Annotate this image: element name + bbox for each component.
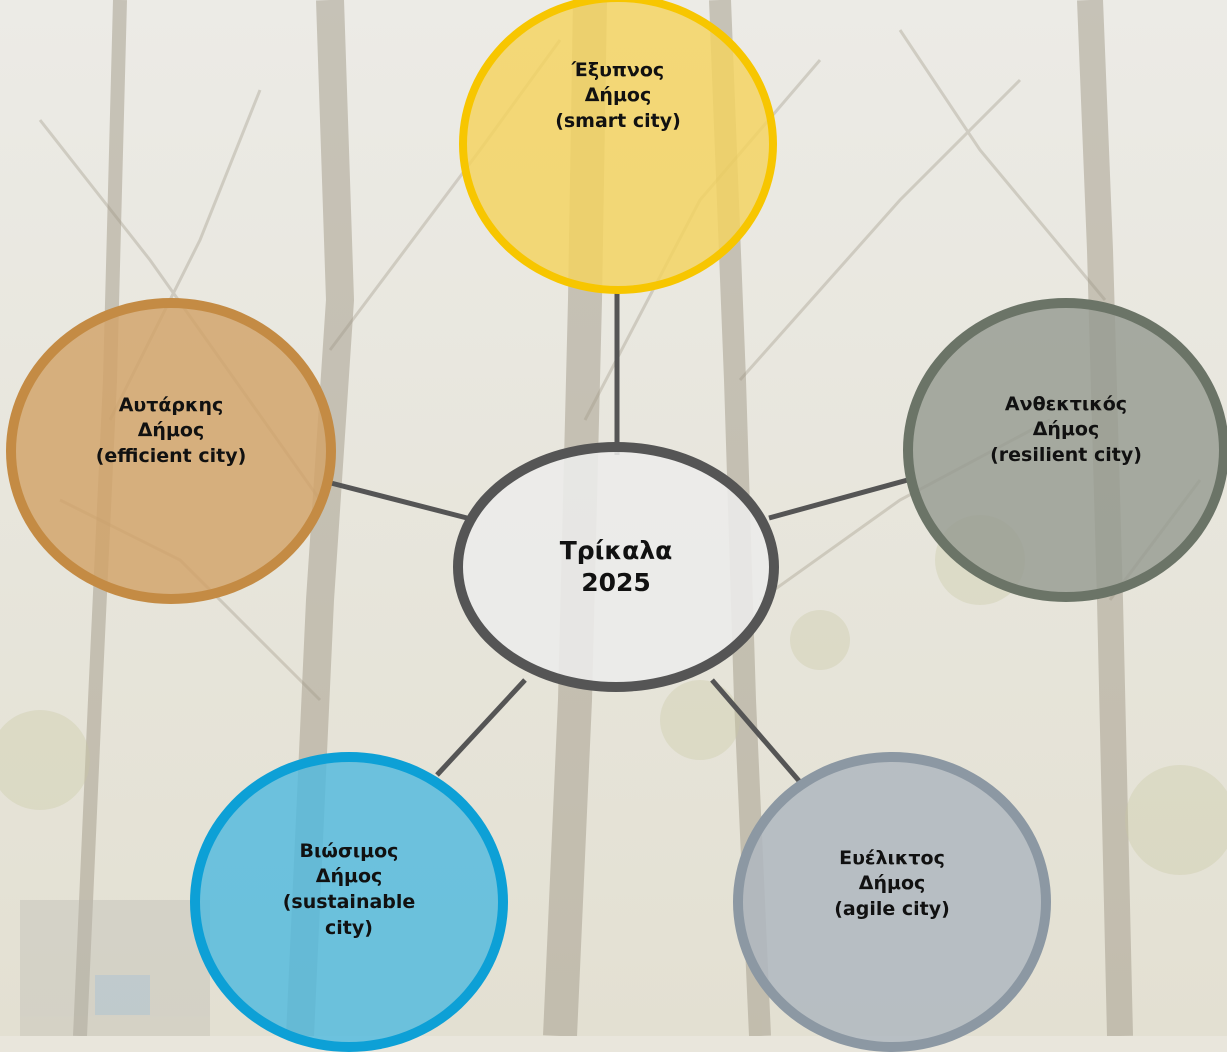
connector-efficient [326,479,468,521]
node-resilient-city: Ανθεκτικός Δήμος (resilient city) [903,298,1227,602]
node-smart-city-label: Έξυπνος Δήμος (smart city) [555,58,681,132]
node-efficient-city: Αυτάρκης Δήμος (efficient city) [6,298,336,604]
node-agile-city: Ευέλικτος Δήμος (agile city) [733,752,1051,1052]
center-node-label: Τρίκαλα 2025 [559,535,673,598]
node-smart-city: Έξυπνος Δήμος (smart city) [459,0,777,294]
node-sustainable-city-label: Βιώσιμος Δήμος (sustainable city) [282,839,416,939]
connector-resilient [768,475,916,521]
node-sustainable-city: Βιώσιμος Δήμος (sustainable city) [190,752,508,1052]
connector-sustainable [435,678,527,777]
node-resilient-city-label: Ανθεκτικός Δήμος (resilient city) [990,392,1142,466]
node-efficient-city-label: Αυτάρκης Δήμος (efficient city) [95,393,247,467]
center-node-trikala-2025: Τρίκαλα 2025 [453,442,779,692]
node-agile-city-label: Ευέλικτος Δήμος (agile city) [834,846,950,920]
connector-agile [710,678,802,784]
